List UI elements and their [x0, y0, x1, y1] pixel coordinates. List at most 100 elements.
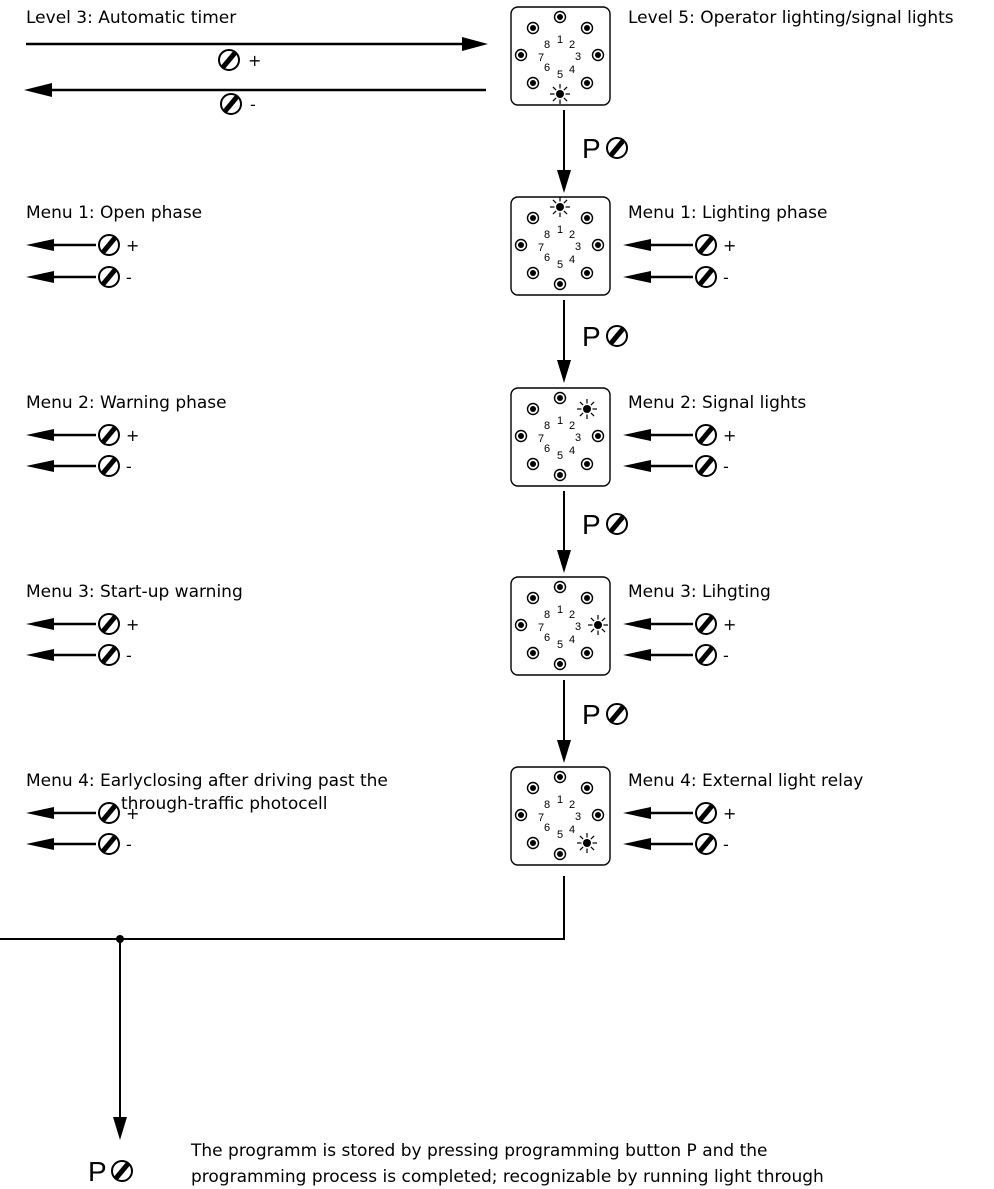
right-menu-3-label: Menu 3: Lihgting: [628, 582, 771, 602]
led-icon: [591, 808, 605, 822]
led-number: 8: [544, 609, 550, 621]
led-number: 5: [557, 639, 563, 651]
plus-sign: +: [723, 804, 736, 823]
led-number: 5: [557, 259, 563, 271]
minus-sign: -: [126, 457, 132, 476]
level3-minus-arrow: [24, 83, 486, 97]
right-menu-4-plus-row: +: [623, 802, 736, 824]
led-icon: [514, 618, 528, 632]
led-icon: [580, 266, 594, 280]
right-menu-2-minus-row: -: [623, 455, 729, 477]
plus-sign: +: [126, 615, 139, 634]
adjust-knob-icon: [695, 266, 717, 288]
led-icon: [526, 591, 540, 605]
left-menu-3-label: Menu 3: Start-up warning: [26, 582, 243, 602]
led-number: 3: [575, 811, 581, 823]
plus-sign: +: [126, 426, 139, 445]
led-number: 8: [544, 229, 550, 241]
adjust-knob-icon: [695, 613, 717, 635]
adjust-knob-icon: [218, 49, 240, 71]
led-number: 5: [557, 450, 563, 462]
led-icon: [514, 429, 528, 443]
led-number: 5: [557, 829, 563, 841]
led-number: 7: [538, 433, 544, 445]
adjust-knob-icon: [98, 234, 120, 256]
led-icon: [553, 468, 567, 482]
led-icon: [580, 781, 594, 795]
led-icon: [526, 266, 540, 280]
left-menu-1-minus-row: -: [26, 266, 132, 288]
led-icon: [526, 781, 540, 795]
led-number: 8: [544, 420, 550, 432]
minus-sign: -: [723, 835, 729, 854]
led-number: 2: [569, 420, 575, 432]
lit-led-icon: [588, 615, 608, 635]
led-icon: [526, 402, 540, 416]
led-number: 7: [538, 52, 544, 64]
plus-sign: +: [126, 236, 139, 255]
led-icon: [580, 646, 594, 660]
adjust-knob-icon: [695, 455, 717, 477]
led-number: 6: [544, 822, 550, 834]
adjust-knob-icon: [695, 644, 717, 666]
left-menu-2-plus-row: +: [26, 424, 139, 446]
led-number: 4: [569, 254, 575, 266]
right-menu-2-label: Menu 2: Signal lights: [628, 393, 806, 413]
led-number: 4: [569, 445, 575, 457]
led-number: 3: [575, 621, 581, 633]
led-icon: [591, 429, 605, 443]
left-menu-1-plus-row: +: [26, 234, 139, 256]
adjust-knob-icon: [695, 424, 717, 446]
left-menu-2-label: Menu 2: Warning phase: [26, 393, 227, 413]
minus-sign: -: [250, 95, 256, 114]
left-menu-4-plus-row: +: [26, 802, 139, 824]
led-icon: [580, 211, 594, 225]
minus-sign: -: [126, 646, 132, 665]
led-number: 2: [569, 609, 575, 621]
bottom-connector: [0, 876, 565, 1140]
led-icon: [553, 770, 567, 784]
led-number: 1: [557, 415, 563, 427]
minus-sign: -: [126, 835, 132, 854]
led-icon: [580, 76, 594, 90]
led-number: 2: [569, 39, 575, 51]
adjust-knob-icon: [98, 266, 120, 288]
plus-sign: +: [723, 615, 736, 634]
left-menu-4-minus-row: -: [26, 833, 132, 855]
right-menu-2-plus-row: +: [623, 424, 736, 446]
led-number: 6: [544, 62, 550, 74]
p-step-1: P: [557, 110, 628, 193]
led-icon: [553, 277, 567, 291]
p-button-label: P: [582, 699, 601, 730]
led-number: 2: [569, 799, 575, 811]
plus-sign: +: [126, 804, 139, 823]
adjust-knob-icon: [98, 424, 120, 446]
led-icon: [514, 48, 528, 62]
led-number: 7: [538, 812, 544, 824]
p-step-3: P: [557, 491, 628, 573]
led-icon: [580, 591, 594, 605]
left-menu-2-minus-row: -: [26, 455, 132, 477]
left-menu-3-minus-row: -: [26, 644, 132, 666]
adjust-knob-icon: [606, 703, 628, 725]
plus-sign: +: [248, 51, 261, 70]
footer-line-2: programming process is completed; recogn…: [191, 1167, 824, 1187]
plus-sign: +: [723, 426, 736, 445]
left-menu-1-label: Menu 1: Open phase: [26, 203, 202, 223]
lit-led-icon: [577, 399, 597, 419]
led-number: 8: [544, 39, 550, 51]
adjust-knob-icon: [606, 137, 628, 159]
led-icon: [526, 211, 540, 225]
p-button-label: P: [582, 509, 601, 540]
led-number: 8: [544, 799, 550, 811]
led-number: 1: [557, 604, 563, 616]
minus-sign: -: [126, 268, 132, 287]
led-icon: [553, 580, 567, 594]
adjust-knob-icon: [98, 802, 120, 824]
adjust-knob-icon: [606, 513, 628, 535]
led-number: 7: [538, 622, 544, 634]
right-menu-1-minus-row: -: [623, 266, 729, 288]
